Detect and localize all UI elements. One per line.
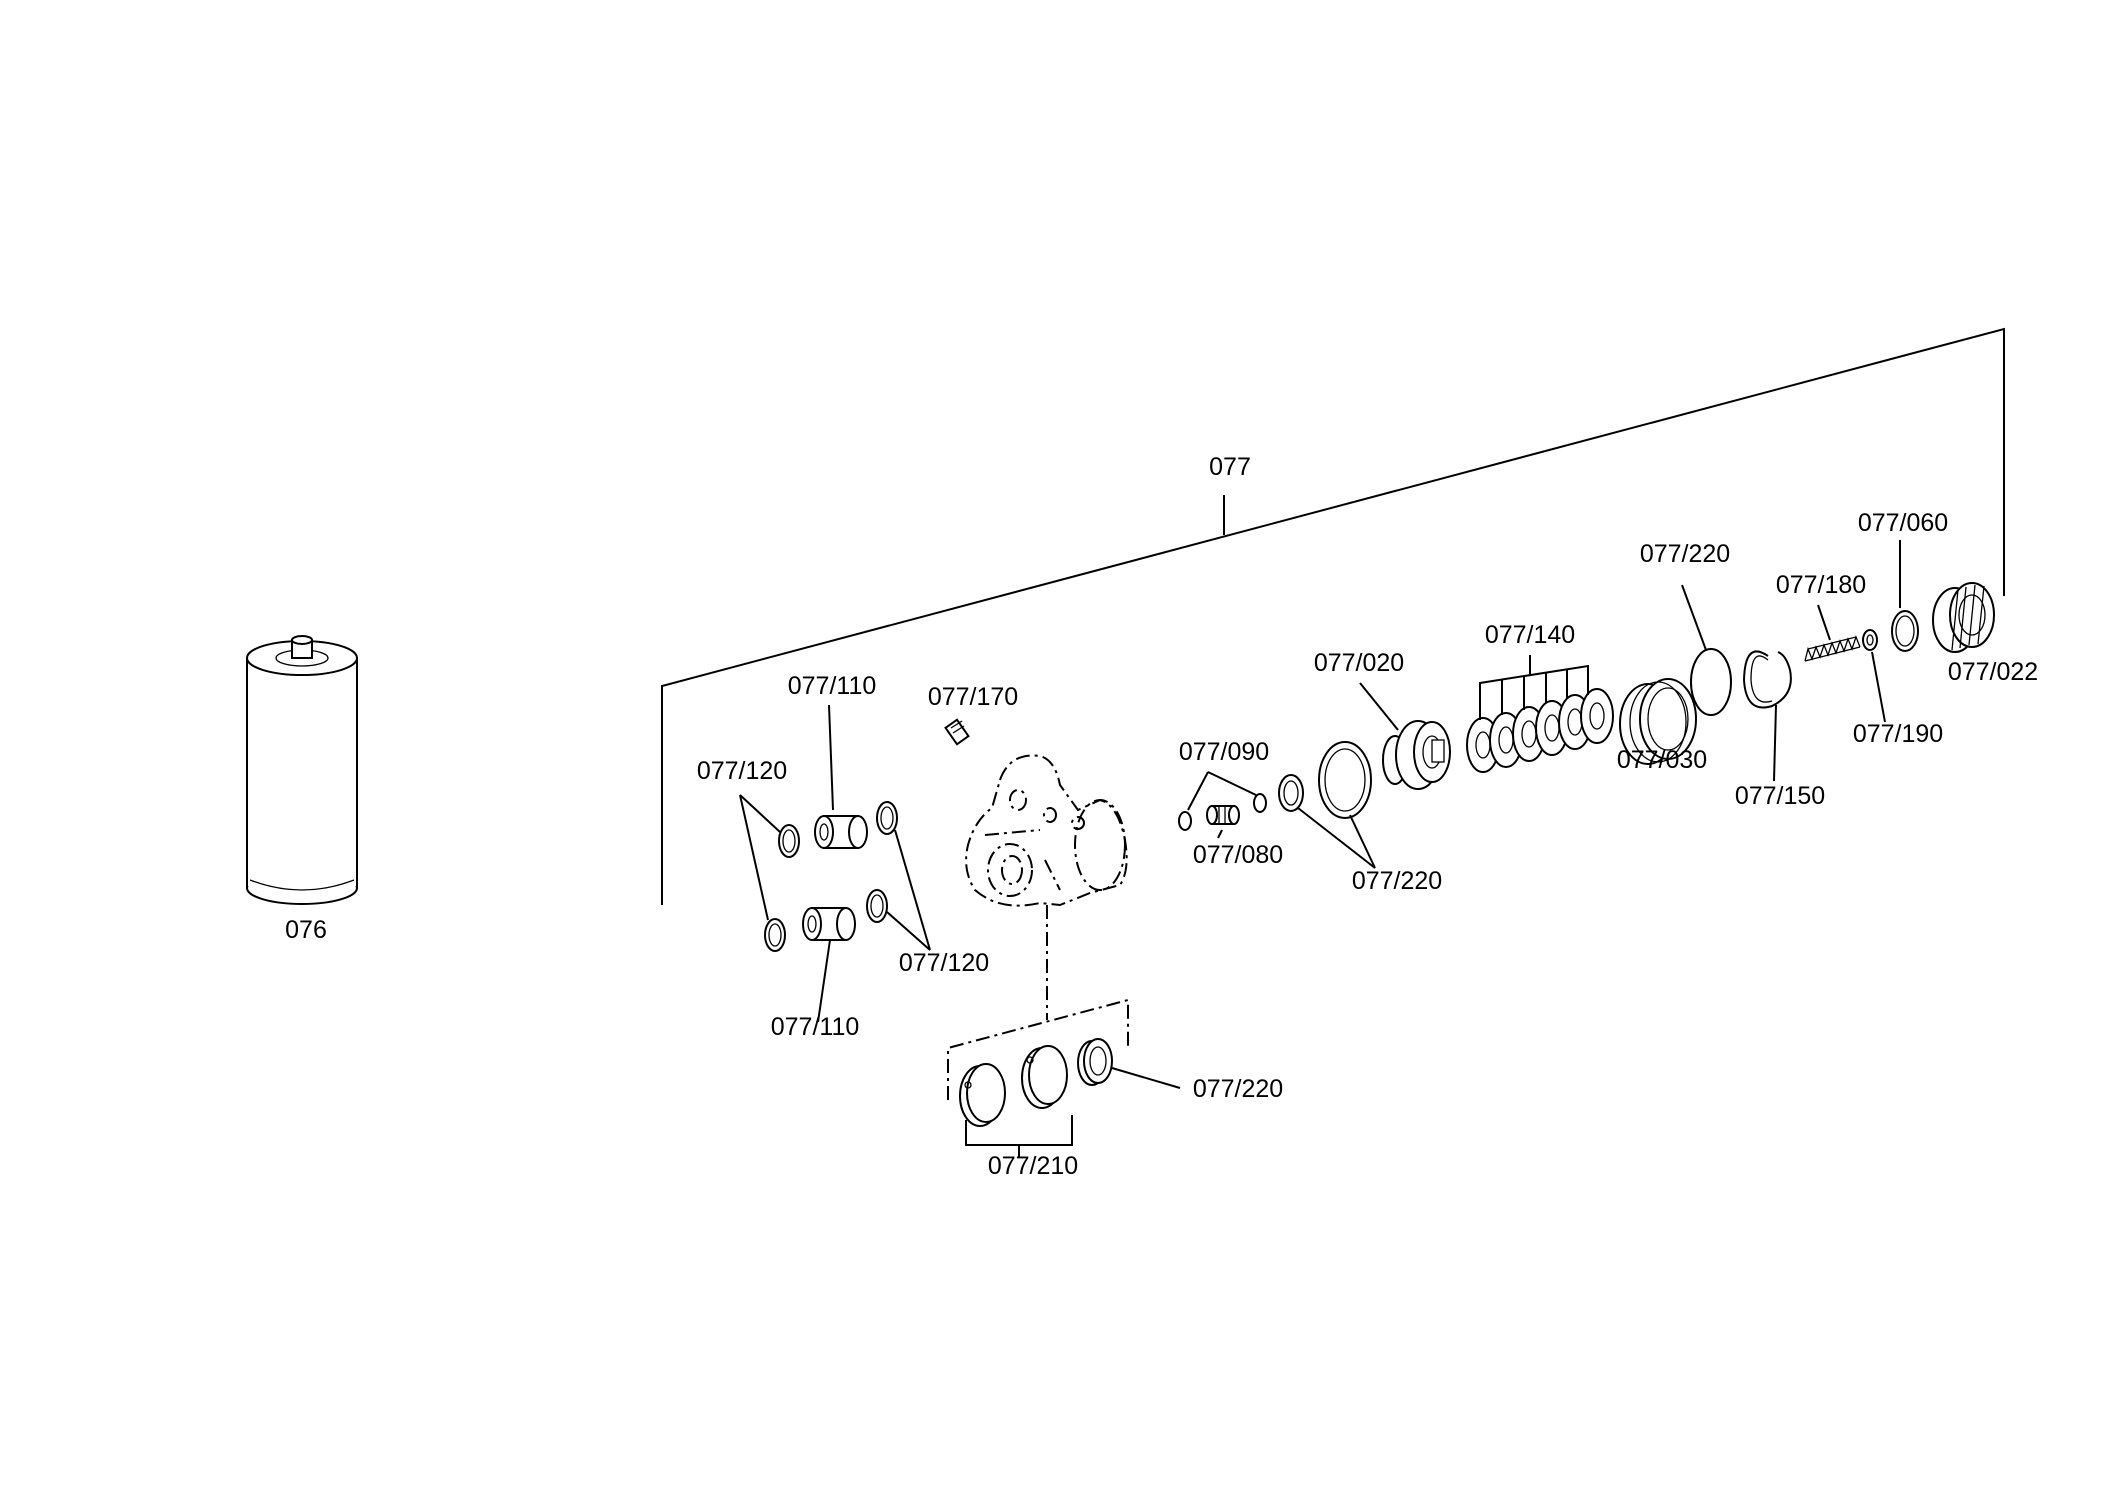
- leader-077-220-top: [1681, 584, 1707, 651]
- oring-077-060[interactable]: [1891, 610, 1919, 652]
- label-077-080: 077/080: [1193, 841, 1283, 869]
- label-077-060: 077/060: [1858, 509, 1948, 537]
- disc-077-140-6[interactable]: [1580, 688, 1614, 744]
- part-076-filter-cartridge[interactable]: [246, 635, 358, 905]
- piston-077-020[interactable]: [1382, 720, 1451, 790]
- assembly-bracket-077: [661, 327, 2005, 905]
- leaders-077-090-080: [1187, 771, 1257, 839]
- label-076: 076: [285, 916, 327, 944]
- leader-077-020: [1359, 682, 1399, 731]
- label-077-020: 077/020: [1314, 649, 1404, 677]
- leaders-077-210-220: [965, 1067, 1181, 1158]
- leaders-077-220-mid: [1297, 807, 1376, 869]
- oring-077-120-upper-left[interactable]: [778, 824, 800, 858]
- sleeve-077-110-lower[interactable]: [802, 907, 856, 941]
- ball-077-190[interactable]: [1862, 629, 1878, 651]
- label-077: 077: [1209, 453, 1251, 481]
- nut-077-022[interactable]: [1932, 582, 1995, 653]
- label-077-110-bottom: 077/110: [771, 1013, 860, 1041]
- valve-housing-phantom: [965, 754, 1128, 1020]
- plug-077-080[interactable]: [1206, 805, 1240, 825]
- sleeve-077-110-upper[interactable]: [814, 815, 868, 849]
- label-077-210: 077/210: [988, 1152, 1078, 1180]
- ring-077-220-large[interactable]: [1318, 741, 1372, 819]
- sleeve-077-030[interactable]: [1619, 678, 1697, 765]
- leader-077-180: [1817, 604, 1831, 641]
- label-077-220-mid: 077/220: [1352, 867, 1442, 895]
- plug-077-170[interactable]: [944, 718, 970, 746]
- retaining-ring-077-150[interactable]: [1742, 650, 1792, 709]
- oring-077-120-lower-left[interactable]: [764, 918, 786, 952]
- oring-077-120-lower-right[interactable]: [866, 889, 888, 923]
- leaders-077-110-120: [739, 704, 931, 1023]
- leaders-077-140: [1479, 655, 1589, 720]
- label-077-190: 077/190: [1853, 720, 1943, 748]
- oring-077-220-small[interactable]: [1278, 774, 1304, 812]
- label-077-170: 077/170: [928, 683, 1018, 711]
- label-077-220-bottom: 077/220: [1193, 1075, 1283, 1103]
- label-077-120-left: 077/120: [697, 757, 787, 785]
- label-077-220-top: 077/220: [1640, 540, 1730, 568]
- spring-077-180[interactable]: [1804, 635, 1861, 662]
- oring-077-220-top[interactable]: [1690, 648, 1732, 716]
- leader-077-150: [1773, 704, 1777, 782]
- cover-077-210-right[interactable]: [1021, 1045, 1068, 1109]
- oring-077-120-upper-right[interactable]: [876, 801, 898, 835]
- label-077-150: 077/150: [1735, 782, 1825, 810]
- seal-077-220-cover[interactable]: [1077, 1038, 1113, 1086]
- label-077-140: 077/140: [1485, 621, 1575, 649]
- label-077-090: 077/090: [1179, 738, 1269, 766]
- label-077-180: 077/180: [1776, 571, 1866, 599]
- label-077-022: 077/022: [1948, 658, 2038, 686]
- leader-077-190: [1871, 651, 1886, 723]
- subgroup-phantom-frame: [947, 998, 1129, 1100]
- cover-077-210-left[interactable]: [959, 1063, 1006, 1127]
- label-077-120-right: 077/120: [899, 949, 989, 977]
- label-077-110-top: 077/110: [788, 672, 877, 700]
- oring-077-090-left[interactable]: [1178, 811, 1192, 831]
- oring-077-090-right[interactable]: [1253, 793, 1267, 813]
- label-077-030: 077/030: [1617, 746, 1707, 774]
